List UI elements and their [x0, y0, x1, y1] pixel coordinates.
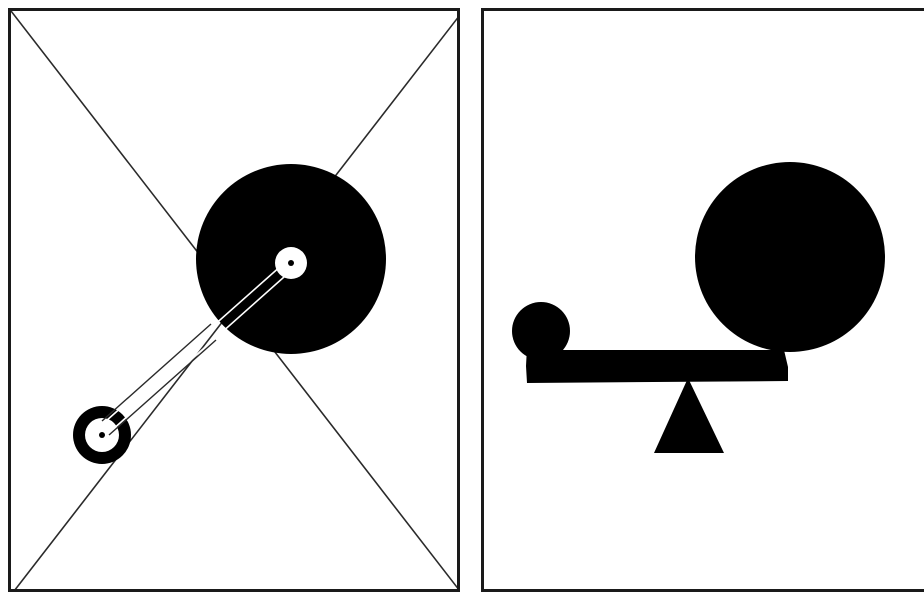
left-panel [8, 8, 460, 592]
right-panel [481, 8, 924, 592]
sight-line-lower-outside [109, 340, 216, 435]
left-panel-drawing [11, 11, 460, 592]
large-ball [695, 162, 885, 352]
large-disc-center-dot [288, 260, 294, 266]
fulcrum-triangle [654, 378, 724, 453]
seesaw-beam [526, 347, 788, 383]
right-panel-drawing [484, 11, 924, 592]
small-ring-dot [99, 432, 105, 438]
